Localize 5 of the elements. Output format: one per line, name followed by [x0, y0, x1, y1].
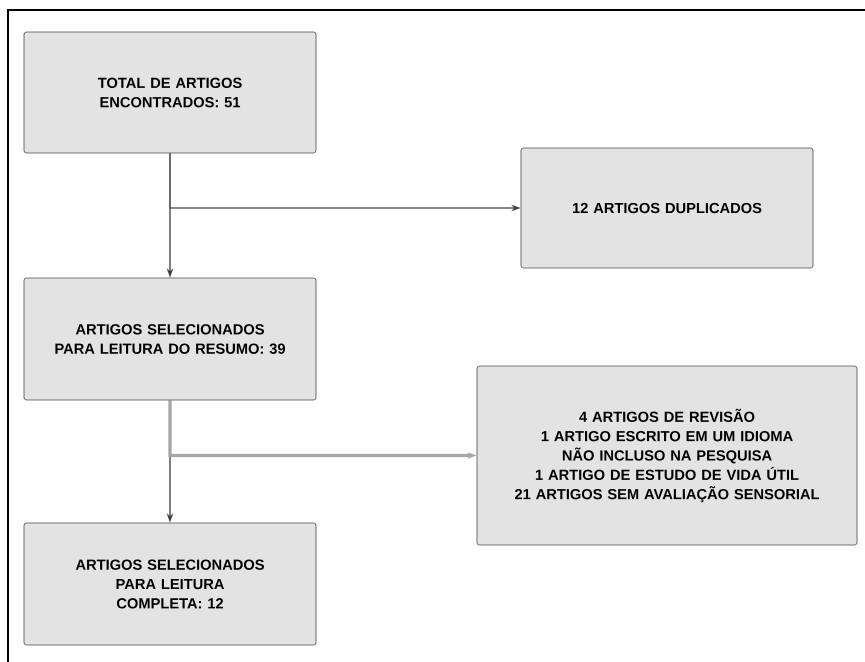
process-box: ARTIGOS SELECIONADOS PARA LEITURA COMPLETA: 12	[24, 522, 316, 646]
process-box: ARTIGOS SELECIONADOS PARA LEITURA DO RESUMO: 39	[24, 278, 316, 400]
process-box: TOTAL DE ARTIGOS ENCONTRADOS: 51	[24, 32, 316, 154]
process-box: 12 ARTIGOS DUPLICADOS	[520, 148, 814, 268]
process-box: 4 ARTIGOS DE REVISÃO 1 ARTIGO ESCRITO EM UM IDIOMA NÃO INCLUSO NA PESQUISA 1 ARTIGO DE ESTUDO DE VIDA ÚTIL 21 ARTIGOS SEM AVALIAÇÃO SENSORIAL	[476, 366, 858, 546]
